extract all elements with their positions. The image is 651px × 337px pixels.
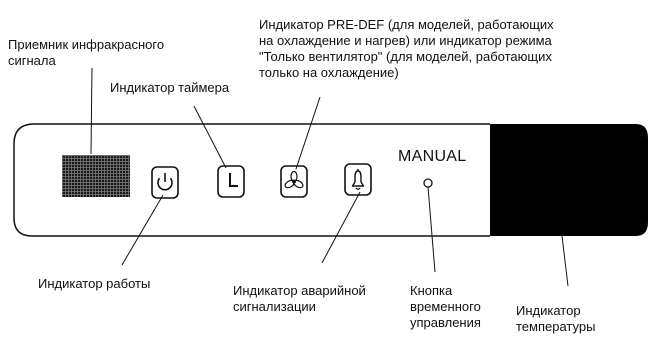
temperature-display	[490, 124, 648, 236]
alarm-indicator-label: Индикатор аварийной сигнализации	[233, 283, 366, 314]
bell-icon	[344, 163, 372, 196]
leader-operation	[121, 194, 164, 266]
leader-temperature	[561, 235, 569, 287]
power-icon	[151, 166, 179, 199]
manual-panel-text: MANUAL	[398, 148, 467, 165]
ir-grid-icon	[62, 155, 130, 197]
timer-indicator-label: Индикатор таймера	[110, 80, 230, 95]
panel-outline	[13, 123, 490, 237]
leader-timer	[193, 105, 227, 169]
fan-icon	[280, 165, 308, 198]
leader-alarm	[321, 191, 361, 264]
leader-ir	[90, 67, 93, 155]
leader-predef	[295, 96, 321, 170]
operation-indicator-label: Индикатор работы	[38, 276, 151, 291]
button-dot-icon	[423, 178, 433, 188]
leader-manual	[427, 186, 436, 273]
ir-receiver-label: Приемник инфракрасного сигнала	[8, 37, 165, 68]
clock-icon	[217, 165, 245, 198]
predef-indicator-label: Индикатор PRE-DEF (для моделей, работающ…	[259, 17, 554, 80]
temperature-indicator-label: Индикатор температуры	[516, 303, 596, 334]
temp-control-button-label: Кнопка временного управления	[410, 283, 481, 330]
